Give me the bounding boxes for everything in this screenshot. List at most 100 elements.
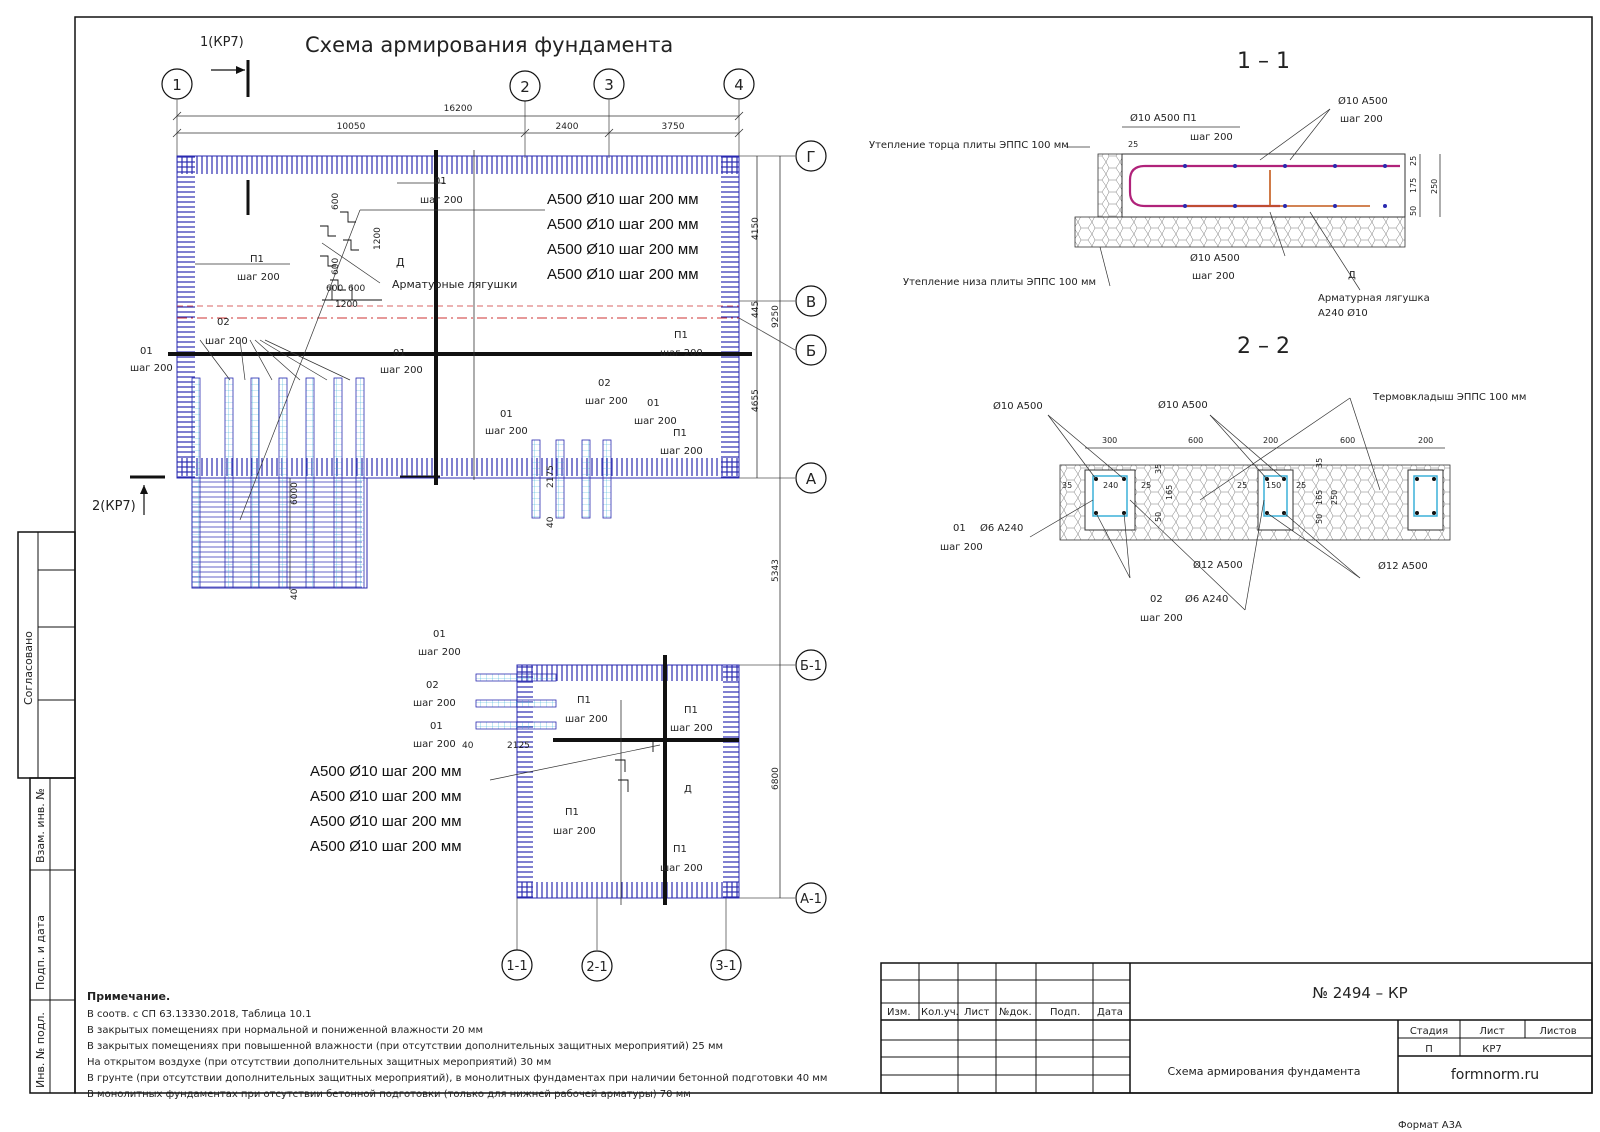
label-p1-g: П1	[673, 844, 687, 855]
s22-d25: 25	[1141, 481, 1151, 490]
rebar-note-top-4: А500 Ø10 шаг 200 мм	[547, 266, 699, 283]
stamp-sheet-title: Схема армирования фундамента	[1168, 1065, 1361, 1078]
s11-dim175: 175	[1409, 178, 1418, 193]
s22-l3: Термовкладыш ЭППС 100 мм	[1372, 392, 1526, 403]
stamp-col-izm: Изм.	[887, 1007, 911, 1018]
s22-l1: Ø10 А500	[993, 400, 1043, 412]
axis-bubble-1-1	[501, 949, 533, 981]
s22-d35c: 35	[1315, 458, 1324, 468]
axis-label-b1: Б-1	[800, 659, 822, 674]
plan-title: Схема армирования фундамента	[305, 33, 673, 57]
axis-bubble-4	[723, 68, 755, 100]
axis-label-1: 1	[172, 76, 182, 94]
dim-2175: 2175	[546, 465, 556, 488]
stamp-list-header: Лист	[1479, 1026, 1505, 1037]
dim-ld4: 600	[326, 284, 343, 294]
notes-heading: Примечание.	[87, 990, 170, 1003]
label-02-c: 02	[426, 680, 439, 691]
notes-line-3: В закрытых помещениях при повышенной вла…	[87, 1041, 723, 1052]
section22-drawing	[1029, 397, 1451, 611]
plan-leaders	[195, 182, 545, 521]
s22-o1b: Ø6 А240	[980, 522, 1023, 534]
center-grid	[531, 439, 612, 519]
s22-l2: Ø10 А500	[1158, 399, 1208, 411]
dim-40b: 40	[546, 516, 556, 528]
s22-d150: 150	[1266, 481, 1281, 490]
s11-shag-a: шаг 200	[1190, 132, 1233, 143]
s22-d50b: 50	[1315, 514, 1324, 524]
stamp-doc-no: № 2494 – КР	[1312, 984, 1407, 1002]
s22-shag2: шаг 200	[1140, 613, 1183, 624]
axis-label-v: В	[806, 293, 816, 311]
s22-d300: 300	[1102, 436, 1117, 445]
notes-line-2: В закрытых помещениях при нормальной и п…	[87, 1025, 483, 1036]
s11-insul-bottom: Утепление низа плиты ЭППС 100 мм	[903, 277, 1096, 288]
s22-d25c: 25	[1296, 481, 1306, 490]
axis-label-2-1: 2-1	[586, 960, 607, 975]
label-shag-a: шаг 200	[237, 272, 280, 283]
lower-slab	[475, 655, 740, 905]
label-p1-f: П1	[565, 807, 579, 818]
axis-bubble-b1	[795, 649, 827, 681]
label-01-b: 01	[140, 346, 153, 357]
s22-shag: шаг 200	[940, 542, 983, 553]
s22-d35b: 35	[1154, 464, 1163, 474]
cut1-mark	[211, 60, 250, 215]
stamp-stage-header: Стадия	[1410, 1026, 1448, 1037]
label-01-c: 01	[393, 348, 406, 359]
axis-bubble-2-1	[581, 950, 613, 982]
s11-dim25: 25	[1128, 140, 1138, 149]
rebar-note-bottom-4: А500 Ø10 шаг 200 мм	[310, 838, 462, 855]
dim-total: 16200	[444, 104, 473, 114]
s11-frog: Арматурная лягушка	[1318, 293, 1430, 304]
axis-bubble-1	[161, 68, 193, 100]
dim-d2: 2400	[556, 122, 579, 132]
dim-ld1: 600	[331, 193, 341, 210]
label-p1-d: П1	[577, 695, 591, 706]
s11-top-left: Ø10 А500 П1	[1130, 112, 1197, 124]
s22-d240: 240	[1103, 481, 1118, 490]
format-label: Формат А3А	[1398, 1120, 1462, 1131]
rebar-note-top-1: А500 Ø10 шаг 200 мм	[547, 191, 699, 208]
label-d-b: Д	[684, 784, 692, 795]
s22-d250: 250	[1330, 490, 1339, 505]
label-shag-j: шаг 200	[660, 446, 703, 457]
s11-top-right: Ø10 А500	[1338, 95, 1388, 107]
s22-d600: 600	[1188, 436, 1203, 445]
top-dimensions	[172, 111, 744, 138]
plan-cut-lines	[168, 150, 752, 485]
label-shag-b: шаг 200	[420, 195, 463, 206]
label-shag-q: шаг 200	[660, 863, 703, 874]
s11-dim25b: 25	[1409, 156, 1418, 166]
stamp-col-list: Лист	[964, 1007, 990, 1018]
title-block	[880, 962, 1593, 1094]
stamp-site: formnorm.ru	[1451, 1067, 1539, 1083]
axis-bubble-3	[593, 68, 625, 100]
label-p1-e: П1	[684, 705, 698, 716]
rebar-note-top-2: А500 Ø10 шаг 200 мм	[547, 216, 699, 233]
axis-bubble-2	[509, 70, 541, 102]
stamp-list: КР7	[1482, 1044, 1502, 1055]
axis-bubble-v	[795, 285, 827, 317]
s11-frog2: А240 Ø10	[1318, 307, 1368, 319]
cut1-label: 1(КР7)	[200, 35, 244, 50]
dim-r4: 4655	[751, 389, 761, 412]
detail-d-label: Д	[396, 256, 405, 269]
dim-40c: 40	[462, 741, 474, 751]
label-shag-m: шаг 200	[413, 739, 456, 750]
sign-date-label: Подп. и дата	[34, 915, 47, 990]
s11-dim50: 50	[1409, 206, 1418, 216]
s11-insul-edge: Утепление торца плиты ЭППС 100 мм	[869, 140, 1069, 151]
axis-bubble-a	[795, 462, 827, 494]
inv-replace-label: Взам. инв. №	[34, 788, 47, 863]
label-shag-f: шаг 200	[660, 348, 703, 359]
dim-r5: 5343	[771, 559, 781, 582]
dim-ld3: 600	[331, 258, 341, 275]
rebar-note-bottom-2: А500 Ø10 шаг 200 мм	[310, 788, 462, 805]
rebar-note-top-3: А500 Ø10 шаг 200 мм	[547, 241, 699, 258]
s11-shag-c: шаг 200	[1192, 271, 1235, 282]
notes-line-1: В соотв. с СП 63.13330.2018, Таблица 10.…	[87, 1009, 312, 1020]
dim-r2: 445	[751, 301, 761, 318]
section11-title: 1 – 1	[1237, 49, 1290, 74]
